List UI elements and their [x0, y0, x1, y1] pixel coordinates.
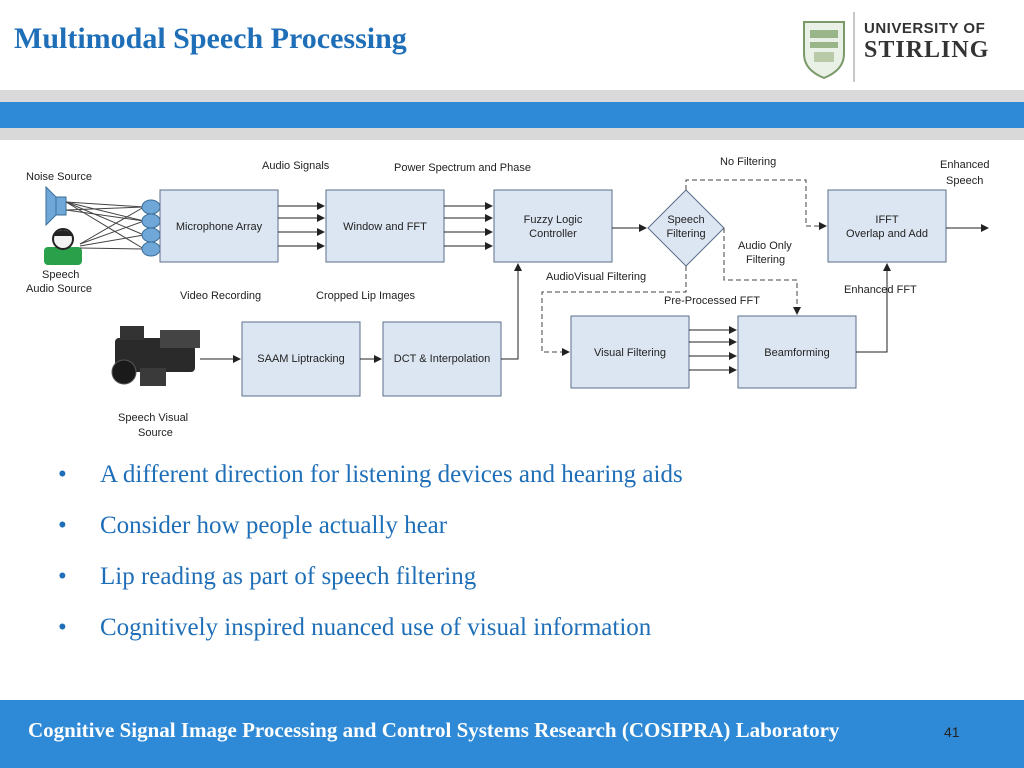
bullet-list: • A different direction for listening dev… — [58, 455, 958, 659]
bullet-item: • Consider how people actually hear — [58, 506, 958, 557]
bullet-text: A different direction for listening devi… — [100, 461, 683, 488]
bullet-text: Lip reading as part of speech filtering — [100, 563, 477, 590]
box-microphone-array: Microphone Array — [176, 221, 263, 233]
bullet-dot-icon: • — [58, 563, 67, 590]
label-speech-visual-1: Speech Visual — [118, 412, 188, 424]
label-speech-audio-1: Speech — [42, 269, 79, 281]
divider-band-bottom — [0, 128, 1024, 140]
box-dct: DCT & Interpolation — [394, 353, 490, 365]
speech-processing-diagram: Noise Source Speech Audio Source Microph… — [0, 140, 1024, 450]
crest-icon — [803, 21, 845, 80]
bullet-dot-icon: • — [58, 614, 67, 641]
divider-band-blue — [0, 102, 1024, 128]
label-noise-source: Noise Source — [26, 171, 92, 183]
label-enhanced-speech-1: Enhanced — [940, 159, 990, 171]
footer-text: Cognitive Signal Image Processing and Co… — [28, 718, 840, 742]
person-icon — [44, 228, 82, 265]
microphone-icons — [141, 199, 161, 257]
box-ifft-1: IFFT — [875, 214, 898, 226]
page-number: 41 — [944, 724, 960, 740]
slide-footer: Cognitive Signal Image Processing and Co… — [0, 700, 1024, 768]
bullet-item: • Lip reading as part of speech filtering — [58, 557, 958, 608]
label-cropped-lip: Cropped Lip Images — [316, 290, 416, 302]
box-visual-filtering: Visual Filtering — [594, 347, 666, 359]
label-audio-only-2: Filtering — [746, 254, 785, 266]
video-camera-icon — [111, 326, 200, 386]
university-logo — [803, 12, 855, 82]
bullet-item: • A different direction for listening dev… — [58, 455, 958, 506]
label-speech-visual-2: Source — [138, 427, 173, 439]
bullet-text: Cognitively inspired nuanced use of visu… — [100, 614, 652, 641]
bullet-item: • Cognitively inspired nuanced use of vis… — [58, 608, 958, 659]
slide-title: Multimodal Speech Processing — [14, 22, 407, 55]
slide-header: Multimodal Speech Processing UNIVERSITY … — [0, 0, 1024, 91]
box-fuzzy-1: Fuzzy Logic — [524, 214, 583, 226]
box-fuzzy-2: Controller — [529, 228, 577, 240]
speaker-icon — [45, 185, 67, 227]
label-audio-only-1: Audio Only — [738, 240, 792, 252]
decision-speech: Speech — [667, 214, 704, 226]
decision-filtering: Filtering — [666, 228, 705, 240]
bullet-dot-icon: • — [58, 512, 67, 539]
label-no-filtering: No Filtering — [720, 156, 776, 168]
box-saam: SAAM Liptracking — [257, 353, 344, 365]
label-pre-processed-fft: Pre-Processed FFT — [664, 295, 760, 307]
label-audio-signals: Audio Signals — [262, 160, 330, 172]
bullet-dot-icon: • — [58, 461, 67, 488]
box-ifft-2: Overlap and Add — [846, 228, 928, 240]
box-beamforming: Beamforming — [764, 347, 829, 359]
box-window-fft: Window and FFT — [343, 221, 427, 233]
label-enhanced-fft: Enhanced FFT — [844, 284, 917, 296]
label-power-spectrum: Power Spectrum and Phase — [394, 162, 531, 174]
divider-band-top — [0, 90, 1024, 102]
label-speech-audio-2: Audio Source — [26, 283, 92, 295]
label-audiovisual-filtering: AudioVisual Filtering — [546, 271, 646, 283]
label-enhanced-speech-2: Speech — [946, 175, 983, 187]
bullet-text: Consider how people actually hear — [100, 512, 448, 539]
logo-line1: UNIVERSITY OF — [864, 20, 986, 37]
logo-line2: STIRLING — [864, 37, 990, 63]
label-video-recording: Video Recording — [180, 290, 261, 302]
